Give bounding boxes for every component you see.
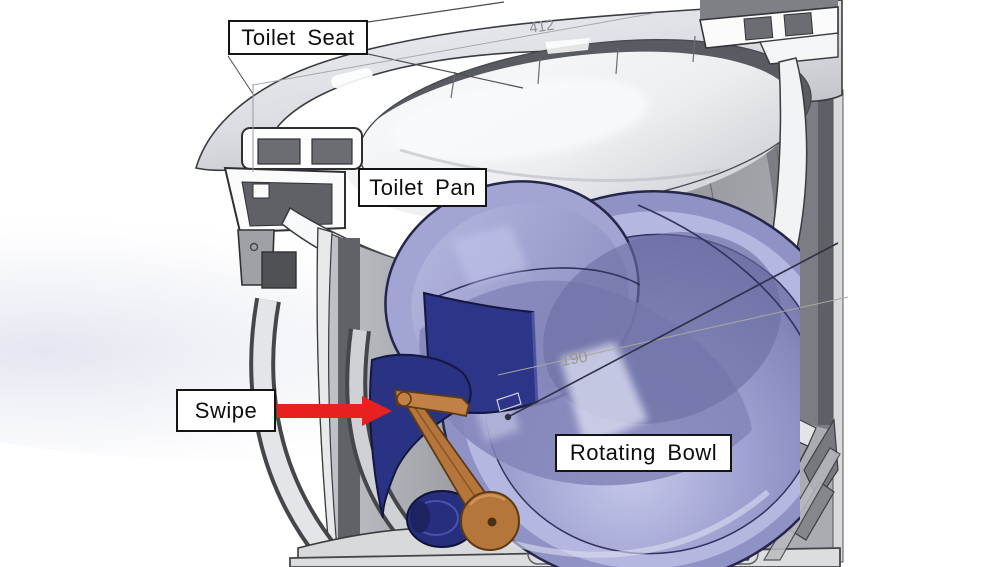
label-swipe: Swipe bbox=[176, 389, 276, 432]
label-toilet-pan: Toilet Pan bbox=[358, 168, 487, 207]
swipe-arrow bbox=[277, 396, 392, 426]
label-toilet-seat-text: Toilet Seat bbox=[241, 24, 355, 50]
label-swipe-text: Swipe bbox=[194, 397, 258, 423]
label-rotating-bowl-text: Rotating Bowl bbox=[569, 440, 718, 465]
swipe-hub bbox=[406, 490, 478, 548]
rotating-bowl-group bbox=[384, 180, 800, 567]
label-rotating-bowl: Rotating Bowl bbox=[555, 434, 732, 472]
seat-cut-face-left bbox=[241, 127, 363, 170]
label-toilet-pan-text: Toilet Pan bbox=[369, 174, 476, 200]
seat-cut-face-right bbox=[699, 0, 839, 65]
dim-412: 412 bbox=[528, 17, 555, 37]
dimension-annotations: 412 190 bbox=[252, 12, 849, 421]
label-toilet-seat: Toilet Seat bbox=[228, 20, 368, 55]
dim-190: 190 bbox=[560, 349, 589, 370]
swipe-bar bbox=[393, 388, 471, 418]
